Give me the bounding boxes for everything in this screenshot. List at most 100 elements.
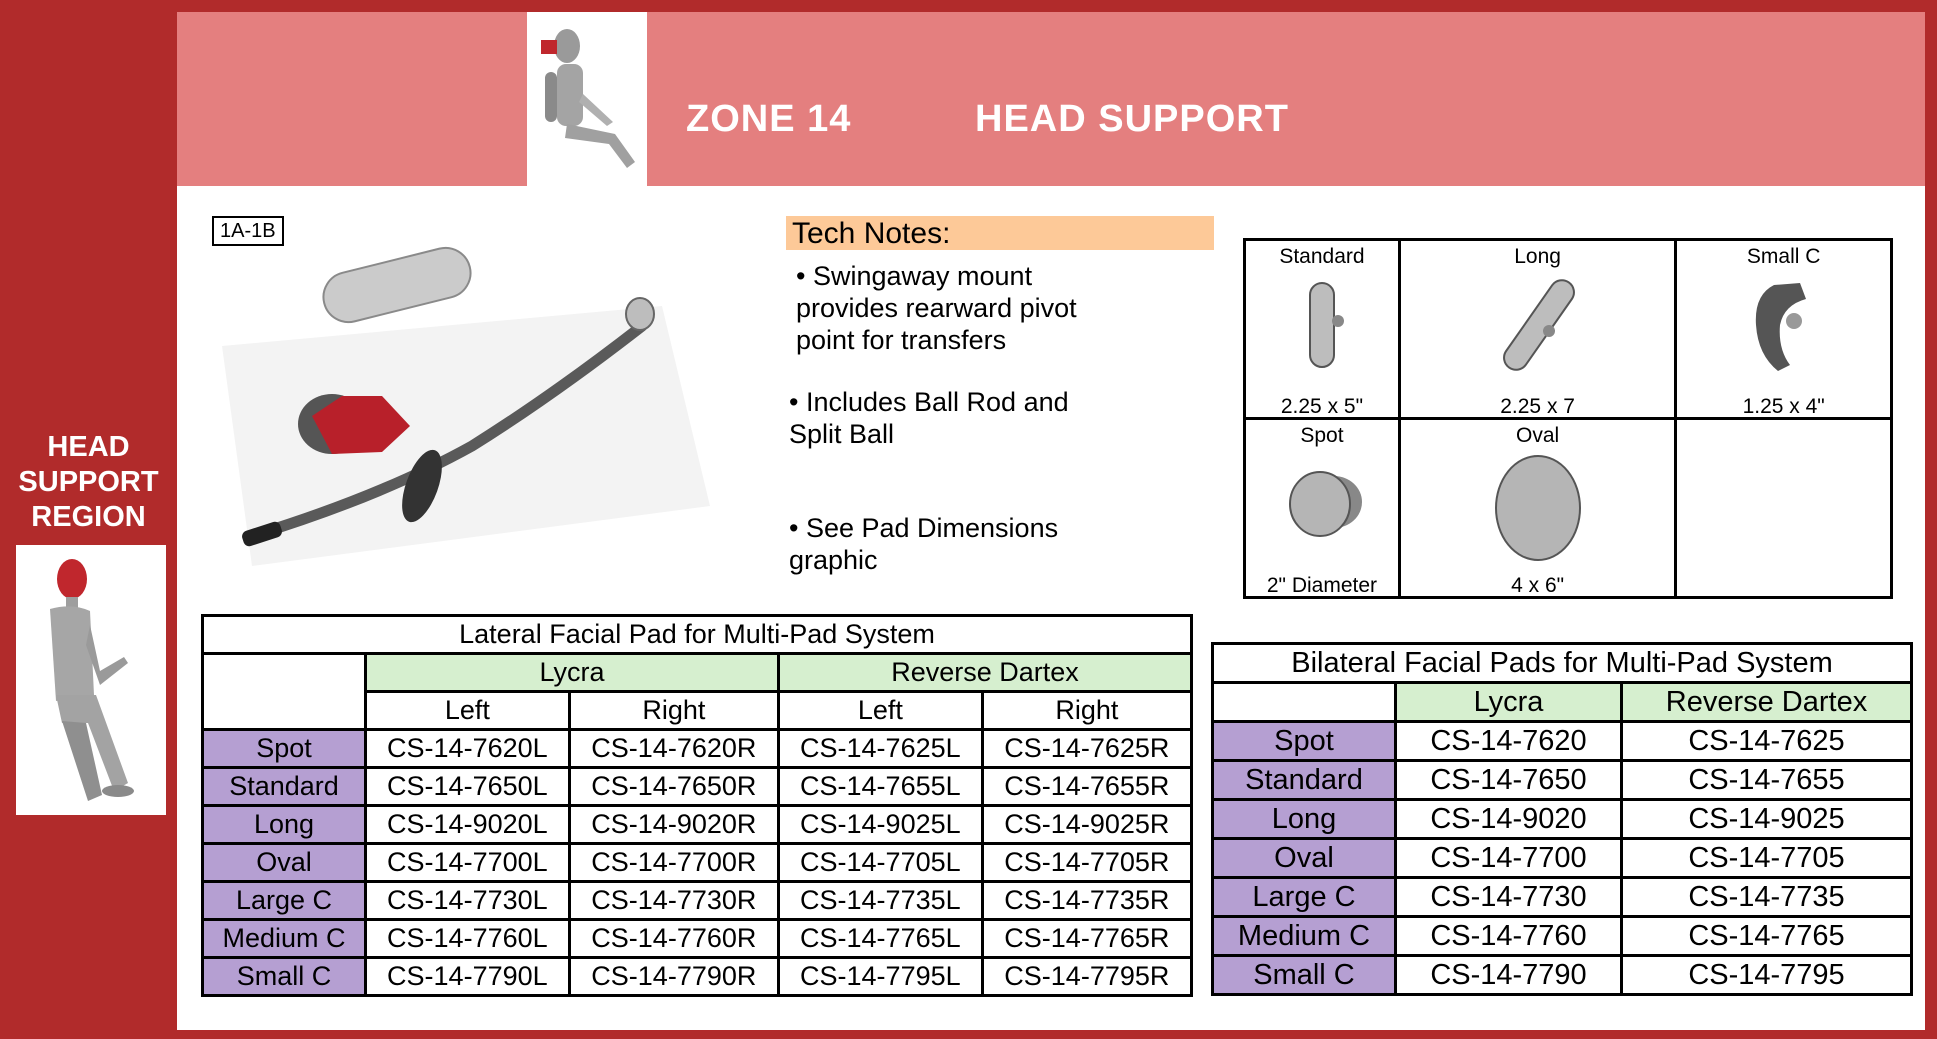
bilateral-facial-pads-table: Bilateral Facial Pads for Multi-Pad Syst… bbox=[1211, 642, 1913, 996]
column-header: Right bbox=[980, 690, 1194, 731]
part-number: CS-14-7620R bbox=[567, 728, 780, 769]
table-title: Bilateral Facial Pads for Multi-Pad Syst… bbox=[1211, 642, 1913, 684]
part-number: CS-14-9025L bbox=[776, 804, 984, 845]
part-number: CS-14-7760R bbox=[567, 918, 780, 959]
row-header: Medium C bbox=[201, 918, 367, 959]
row-header: Small C bbox=[201, 956, 367, 997]
part-number: CS-14-7795 bbox=[1620, 954, 1913, 996]
part-number: CS-14-7650R bbox=[567, 766, 780, 807]
part-number: CS-14-7730 bbox=[1393, 876, 1624, 918]
part-number: CS-14-7735 bbox=[1620, 876, 1913, 918]
part-number: CS-14-9020L bbox=[364, 804, 571, 845]
row-header: Spot bbox=[1211, 720, 1397, 762]
row-header: Oval bbox=[201, 842, 367, 883]
zone-number: ZONE 14 bbox=[686, 98, 852, 140]
part-number: CS-14-7795L bbox=[776, 956, 984, 997]
part-number: CS-14-9025R bbox=[980, 804, 1194, 845]
part-number: CS-14-7655 bbox=[1620, 759, 1913, 801]
pad-name: Small C bbox=[1746, 245, 1821, 268]
part-number: CS-14-7650 bbox=[1393, 759, 1624, 801]
header-banner: ZONE 14 HEAD SUPPORT bbox=[177, 12, 1925, 198]
part-number: CS-14-7705L bbox=[776, 842, 984, 883]
pad-name: Standard bbox=[1279, 245, 1365, 268]
table-row: Oval CS-14-7700 CS-14-7705 bbox=[1211, 837, 1913, 879]
row-header: Long bbox=[201, 804, 367, 845]
group-header-lycra: Lycra bbox=[364, 652, 780, 693]
pad-standard: Standard 2.25 x 5" bbox=[1243, 238, 1401, 420]
part-number: CS-14-7620L bbox=[364, 728, 571, 769]
pad-dimension: 2.25 x 7 bbox=[1500, 395, 1575, 418]
part-number: CS-14-7655L bbox=[776, 766, 984, 807]
pad-spot: Spot 2" Diameter bbox=[1243, 417, 1401, 599]
spot-pad-icon bbox=[1288, 471, 1362, 537]
part-number: CS-14-9025 bbox=[1620, 798, 1913, 840]
seated-figure-side-image bbox=[16, 545, 166, 815]
row-header: Spot bbox=[201, 728, 367, 769]
row-header: Long bbox=[1211, 798, 1397, 840]
table-row: Oval CS-14-7700L CS-14-7700R CS-14-7705L… bbox=[201, 842, 1194, 883]
pad-dimension: 2.25 x 5" bbox=[1280, 395, 1364, 418]
group-header-lycra: Lycra bbox=[1393, 681, 1624, 723]
part-number: CS-14-7735L bbox=[776, 880, 984, 921]
row-header: Oval bbox=[1211, 837, 1397, 879]
row-header: Standard bbox=[1211, 759, 1397, 801]
row-header: Standard bbox=[201, 766, 367, 807]
table-row: Long CS-14-9020L CS-14-9020R CS-14-9025L… bbox=[201, 804, 1194, 845]
column-header: Right bbox=[567, 690, 780, 731]
corner-cell bbox=[201, 652, 367, 731]
tech-note-ball-rod: • Includes Ball Rod and Split Ball bbox=[789, 387, 1069, 449]
standard-pad-icon bbox=[1308, 282, 1344, 368]
row-header: Small C bbox=[1211, 954, 1397, 996]
pad-name: Long bbox=[1514, 245, 1561, 268]
row-header: Medium C bbox=[1211, 915, 1397, 957]
row-header: Large C bbox=[201, 880, 367, 921]
pad-oval: Oval 4 x 6" bbox=[1397, 417, 1678, 599]
oval-pad-icon bbox=[1494, 455, 1581, 561]
column-header: Left bbox=[776, 690, 984, 731]
pad-empty-cell bbox=[1674, 417, 1893, 599]
column-header: Left bbox=[364, 690, 571, 731]
tech-notes-title: Tech Notes: bbox=[786, 216, 1214, 250]
part-number: CS-14-7760L bbox=[364, 918, 571, 959]
row-header: Large C bbox=[1211, 876, 1397, 918]
part-number: CS-14-7765 bbox=[1620, 915, 1913, 957]
product-code-label: 1A-1B bbox=[212, 216, 284, 246]
part-number: CS-14-7730L bbox=[364, 880, 571, 921]
part-number: CS-14-7625R bbox=[980, 728, 1194, 769]
part-number: CS-14-9020R bbox=[567, 804, 780, 845]
part-number: CS-14-7620 bbox=[1393, 720, 1624, 762]
part-number: CS-14-7790 bbox=[1393, 954, 1624, 996]
part-number: CS-14-7760 bbox=[1393, 915, 1624, 957]
table-row: Large C CS-14-7730L CS-14-7730R CS-14-77… bbox=[201, 880, 1194, 921]
table-row: Long CS-14-9020 CS-14-9025 bbox=[1211, 798, 1913, 840]
part-number: CS-14-7700L bbox=[364, 842, 571, 883]
table-row: Small C CS-14-7790L CS-14-7790R CS-14-77… bbox=[201, 956, 1194, 997]
pad-dimension: 1.25 x 4" bbox=[1742, 395, 1825, 418]
table-row: Spot CS-14-7620L CS-14-7620R CS-14-7625L… bbox=[201, 728, 1194, 769]
part-number: CS-14-7705 bbox=[1620, 837, 1913, 879]
table-row: Standard CS-14-7650L CS-14-7650R CS-14-7… bbox=[201, 766, 1194, 807]
corner-cell bbox=[1211, 681, 1397, 723]
pad-long: Long 2.25 x 7 bbox=[1397, 238, 1678, 420]
group-header-reverse-dartex: Reverse Dartex bbox=[776, 652, 1194, 693]
part-number: CS-14-7705R bbox=[980, 842, 1194, 883]
part-number: CS-14-7765L bbox=[776, 918, 984, 959]
region-label: HEAD SUPPORT REGION bbox=[18, 431, 159, 533]
seated-figure-head-highlight-image bbox=[527, 12, 647, 198]
tech-note-swingaway: • Swingaway mount provides rearward pivo… bbox=[796, 261, 1077, 355]
table-row: Small C CS-14-7790 CS-14-7795 bbox=[1211, 954, 1913, 996]
pad-dimension: 4 x 6" bbox=[1511, 574, 1565, 597]
head-support-product-image bbox=[222, 246, 710, 566]
part-number: CS-14-7625 bbox=[1620, 720, 1913, 762]
zone-title: HEAD SUPPORT bbox=[975, 98, 1289, 140]
small-c-pad-icon bbox=[1755, 283, 1806, 371]
table-row: Standard CS-14-7650 CS-14-7655 bbox=[1211, 759, 1913, 801]
table-row: Medium C CS-14-7760L CS-14-7760R CS-14-7… bbox=[201, 918, 1194, 959]
part-number: CS-14-7650L bbox=[364, 766, 571, 807]
pad-dimension: 2" Diameter bbox=[1266, 574, 1378, 597]
part-number: CS-14-7790R bbox=[567, 956, 780, 997]
part-number: CS-14-7625L bbox=[776, 728, 984, 769]
group-header-reverse-dartex: Reverse Dartex bbox=[1620, 681, 1913, 723]
part-number: CS-14-7765R bbox=[980, 918, 1194, 959]
part-number: CS-14-7735R bbox=[980, 880, 1194, 921]
